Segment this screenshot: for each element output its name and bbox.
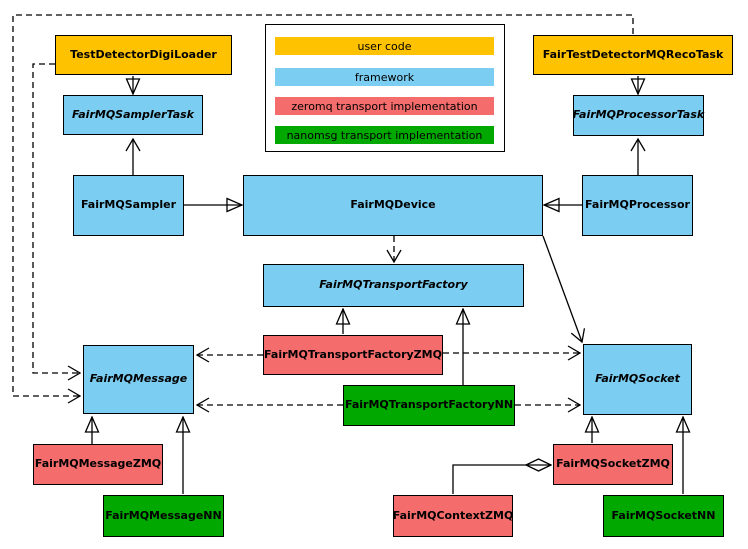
legend-item-user-code: user code: [275, 37, 494, 55]
node-fairmq-sampler-task: FairMQSamplerTask: [63, 95, 203, 135]
node-fairmq-device: FairMQDevice: [243, 175, 543, 236]
node-label: FairMQSampler: [80, 198, 177, 212]
node-fairmq-socket: FairMQSocket: [583, 344, 692, 415]
node-fairmq-socket-nn: FairMQSocketNN: [603, 495, 724, 537]
node-fairmq-socket-zmq: FairMQSocketZMQ: [553, 444, 673, 485]
node-fairmq-transport-factory-nn: FairMQTransportFactoryNN: [343, 385, 515, 426]
edge-association-device-socket: [542, 235, 586, 344]
legend-item-framework: framework: [275, 68, 494, 86]
node-fair-test-detector-mq-reco-task: FairTestDetectorMQRecoTask: [533, 35, 733, 75]
node-label: FairMQTransportFactoryZMQ: [264, 347, 442, 361]
node-label: FairMQSocketNN: [611, 508, 716, 522]
node-label: FairMQDevice: [350, 198, 436, 212]
node-label: FairMQMessage: [89, 372, 188, 386]
legend-label: nanomsg transport implementation: [286, 128, 483, 142]
edge-dependency-digiloader-message: [32, 63, 82, 381]
node-label: FairMQSamplerTask: [72, 107, 194, 121]
node-label: FairMQTransportFactoryNN: [344, 398, 514, 412]
node-fairmq-transport-factory: FairMQTransportFactory: [263, 264, 524, 307]
node-label: FairMQSocket: [595, 372, 680, 386]
legend-label: zeromq transport implementation: [291, 99, 478, 113]
node-fairmq-context-zmq: FairMQContextZMQ: [393, 495, 513, 537]
node-fairmq-processor: FairMQProcessor: [582, 175, 693, 236]
edge-composition-contextzmq-socketzmq: [452, 465, 551, 494]
legend: user code framework zeromq transport imp…: [265, 24, 505, 152]
node-label: FairMQProcessorTask: [572, 108, 705, 122]
legend-label: user code: [357, 39, 412, 53]
node-fairmq-sampler: FairMQSampler: [73, 175, 184, 236]
node-fairmq-message: FairMQMessage: [83, 345, 194, 414]
edge-dependency-recotask-message: [12, 14, 634, 404]
node-test-detector-digi-loader: TestDetectorDigiLoader: [55, 35, 232, 75]
node-label: TestDetectorDigiLoader: [70, 47, 217, 61]
node-label: FairMQContextZMQ: [392, 508, 514, 522]
node-label: FairMQProcessor: [585, 198, 690, 212]
node-label: FairMQSocketZMQ: [556, 457, 670, 471]
legend-label: framework: [354, 70, 415, 84]
node-fairmq-message-zmq: FairMQMessageZMQ: [33, 444, 163, 485]
node-label: FairMQMessageNN: [105, 508, 222, 522]
node-fairmq-message-nn: FairMQMessageNN: [103, 495, 224, 537]
node-label: FairMQTransportFactory: [319, 278, 468, 292]
node-label: FairMQMessageZMQ: [34, 457, 162, 471]
node-fairmq-transport-factory-zmq: FairMQTransportFactoryZMQ: [263, 335, 443, 375]
node-label: FairTestDetectorMQRecoTask: [542, 47, 724, 61]
node-fairmq-processor-task: FairMQProcessorTask: [573, 95, 704, 136]
legend-item-nanomsg: nanomsg transport implementation: [275, 126, 494, 144]
legend-item-zeromq: zeromq transport implementation: [275, 97, 494, 115]
